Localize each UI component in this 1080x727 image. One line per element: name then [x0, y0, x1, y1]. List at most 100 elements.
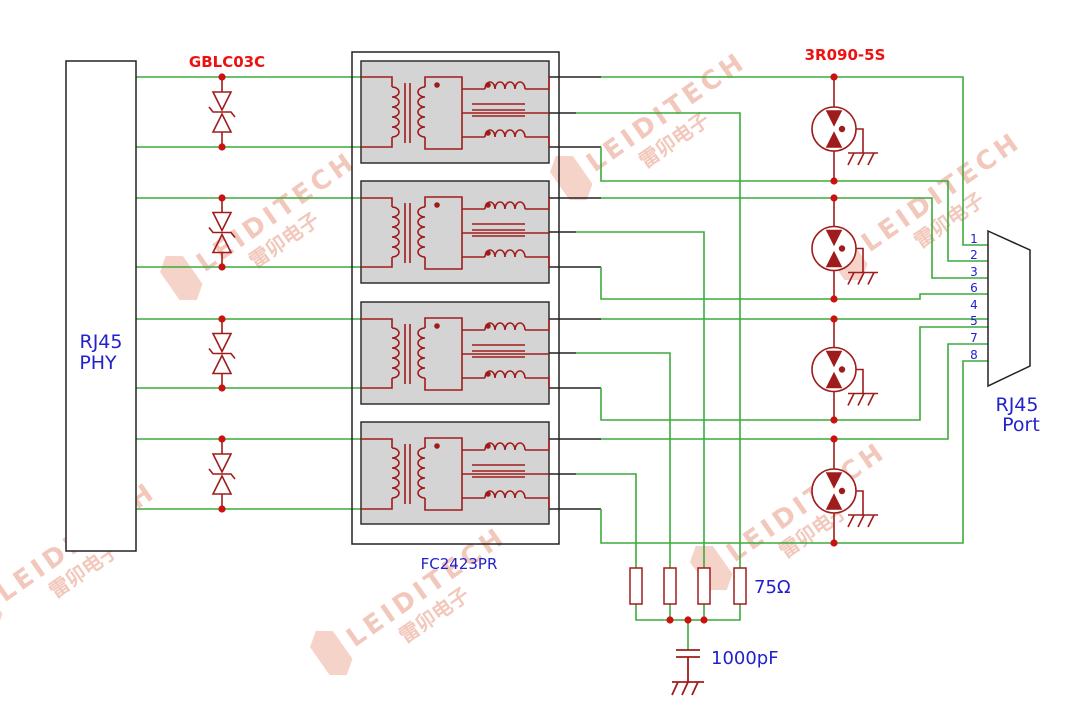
- lead: [525, 198, 550, 210]
- tvs-bar: [208, 227, 236, 238]
- lead: [361, 498, 393, 510]
- signal-line: [600, 326, 988, 421]
- polarity-dot: [485, 130, 491, 136]
- ground-hatch: [867, 393, 875, 406]
- junction-node: [218, 384, 226, 392]
- termination-resistor: [663, 567, 677, 605]
- gdt-gas-dot: [838, 366, 846, 373]
- junction-node: [830, 539, 838, 547]
- tvs-triangle: [211, 474, 233, 495]
- junction-node: [830, 295, 838, 303]
- lead: [424, 378, 463, 391]
- junction-node: [830, 435, 838, 443]
- signal-line: [600, 267, 988, 300]
- watermark-logo-mark: [690, 545, 733, 591]
- polarity-dot: [485, 323, 491, 329]
- junction-node: [218, 73, 226, 81]
- junction-node: [218, 505, 226, 513]
- polarity-dot: [434, 202, 440, 208]
- gdt-electrode: [825, 229, 843, 247]
- gdt-electrode: [825, 110, 843, 127]
- transformer-channel: [360, 421, 550, 525]
- tvs-diode: [208, 319, 236, 388]
- gdt-ground-lead: [856, 490, 864, 515]
- transformer-windings: [361, 317, 550, 391]
- port-label-line1: RJ45: [996, 394, 1039, 416]
- gdt-gas-dot: [838, 245, 846, 252]
- gdt-electrode: [825, 371, 843, 389]
- ground-hatch: [671, 681, 679, 696]
- bob-smith-termination: [629, 567, 747, 696]
- lead: [361, 76, 393, 87]
- winding: [484, 490, 526, 499]
- transformer-channel: [360, 180, 550, 284]
- pin-label: 5: [970, 314, 978, 328]
- winding: [391, 327, 400, 379]
- termination-resistor: [629, 567, 643, 605]
- tvs-diode-array: [208, 77, 236, 509]
- ground-hatch: [857, 272, 865, 285]
- ground-hatch: [867, 272, 875, 285]
- lead: [424, 76, 463, 87]
- winding: [484, 370, 526, 379]
- center-tap-line: [576, 473, 637, 568]
- lead: [424, 317, 463, 328]
- pin-label: 6: [970, 281, 978, 295]
- winding: [391, 447, 400, 499]
- lead: [525, 439, 550, 451]
- transformer-channel: [360, 301, 550, 405]
- signal-line: [601, 76, 988, 246]
- tvs-bar: [208, 348, 236, 359]
- lead: [361, 318, 393, 328]
- winding: [484, 322, 526, 331]
- junction-node: [830, 177, 838, 185]
- polarity-dot: [485, 491, 491, 497]
- junction-nodes: [218, 73, 838, 624]
- junction-node: [830, 73, 838, 81]
- tvs-triangle: [211, 332, 233, 354]
- gdt-electrode: [825, 131, 843, 148]
- ground-hatch: [857, 514, 865, 528]
- winding: [391, 206, 400, 258]
- polarity-dot: [434, 323, 440, 329]
- junction-node: [218, 194, 226, 202]
- signal-line: [601, 343, 988, 440]
- transformer-channel: [360, 60, 550, 164]
- pin-label: 1: [970, 232, 978, 246]
- junction-node: [218, 263, 226, 271]
- lead: [525, 377, 550, 388]
- resistor-body: [663, 567, 677, 605]
- winding: [484, 81, 526, 90]
- ground-hatch: [847, 272, 855, 285]
- polarity-dot: [485, 202, 491, 208]
- lead: [424, 498, 463, 511]
- signal-line: [600, 360, 988, 544]
- signal-line: [601, 197, 988, 279]
- polarity-dot: [434, 82, 440, 88]
- ground-hatch: [867, 152, 875, 166]
- center-tap-line: [576, 352, 671, 568]
- termination-resistor: [733, 567, 747, 605]
- transformer-package: FC2423PR: [351, 51, 560, 573]
- gas-discharge-tube: [811, 319, 878, 420]
- tvs-triangle: [211, 91, 233, 112]
- pin-label: 7: [970, 331, 978, 345]
- termination-capacitor: [671, 649, 704, 696]
- gas-discharge-tube: [811, 77, 878, 181]
- lead: [361, 257, 393, 268]
- junction-node: [218, 143, 226, 151]
- tvs-part-label: GBLC03C: [189, 53, 265, 71]
- watermark-logo-mark: [550, 155, 593, 201]
- gdt-part-label: 3R090-5S: [805, 46, 886, 64]
- tvs-triangle: [211, 211, 233, 233]
- junction-node: [218, 315, 226, 323]
- wire-layer: [136, 76, 988, 650]
- gdt-gas-dot: [838, 487, 846, 495]
- lead: [525, 319, 550, 331]
- gdt-ground-lead: [856, 368, 864, 394]
- gdt-electrode: [825, 350, 843, 368]
